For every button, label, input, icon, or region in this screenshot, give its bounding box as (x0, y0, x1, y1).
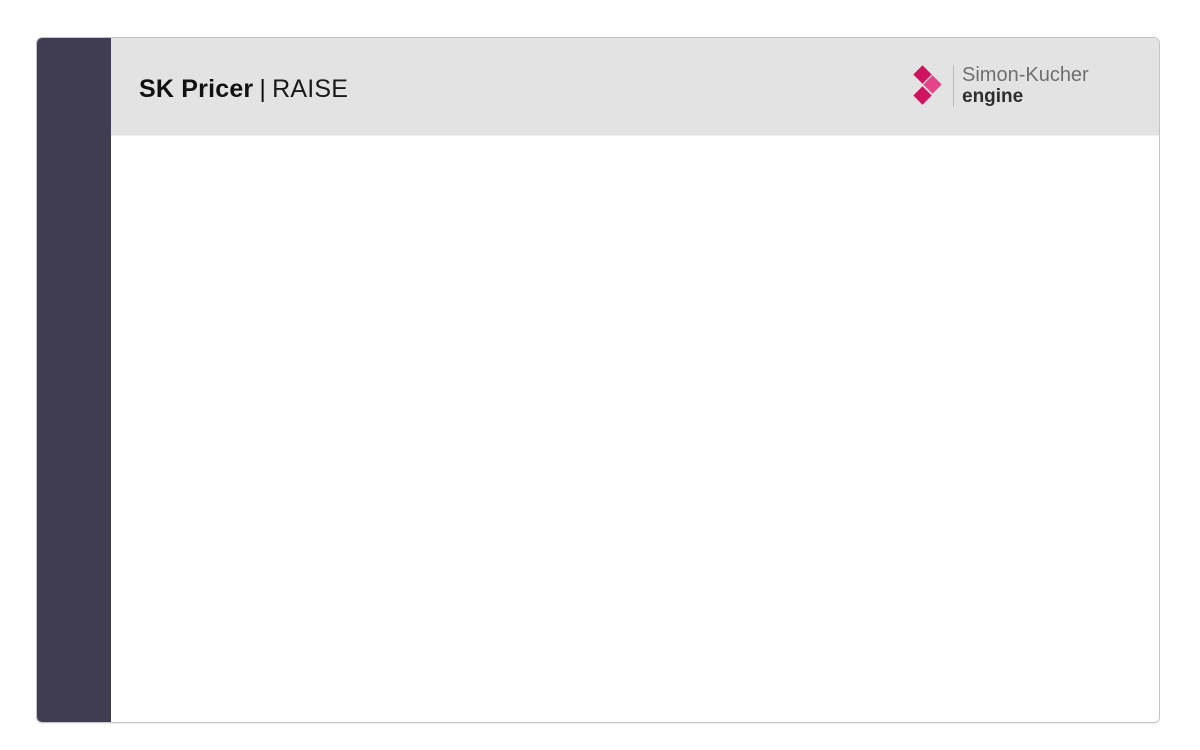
app-header: SK Pricer|RAISE Simon-Kucher engine (111, 38, 1159, 135)
main-content (111, 135, 1159, 722)
brand-subname: engine (962, 86, 1024, 107)
sidebar (37, 38, 111, 722)
page-title: SK Pricer|RAISE (139, 74, 348, 104)
simon-kucher-logo-icon (911, 64, 947, 110)
title-separator: | (259, 75, 267, 103)
product-name: SK Pricer (139, 75, 254, 103)
app-window: SK Pricer|RAISE Simon-Kucher engine (36, 37, 1160, 723)
brand-logo: Simon-Kucher engine (911, 64, 1121, 110)
logo-divider (953, 65, 954, 107)
brand-name: Simon-Kucher (962, 64, 1089, 86)
module-name: RAISE (272, 75, 349, 103)
